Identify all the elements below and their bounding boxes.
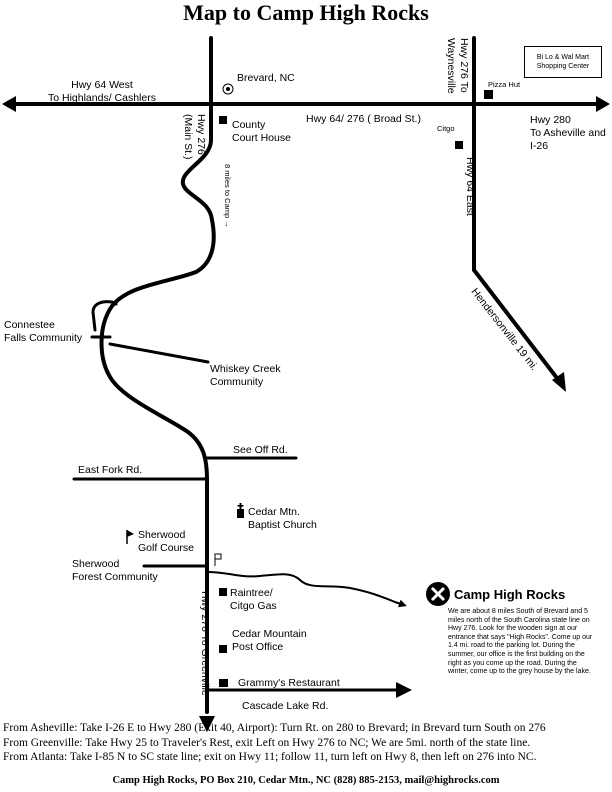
west-arrow-icon xyxy=(2,96,16,112)
south-arrow-icon xyxy=(199,716,215,732)
shopping-center-box: Bi Lo & Wal Mart Shopping Center xyxy=(524,46,602,78)
shopping-center-label: Bi Lo & Wal Mart Shopping Center xyxy=(536,54,590,70)
hwy276-waynesville-label: Hwy 276 To Waynesville xyxy=(445,38,470,94)
hendersonville-road xyxy=(472,268,562,384)
grammys-label: Grammy's Restaurant xyxy=(238,677,340,689)
hwy276-greenville-label: Hwy 276 To Greenville xyxy=(199,591,211,696)
hwy64-east-label: Hwy 64 East xyxy=(464,157,476,216)
court-house-building-icon xyxy=(219,116,227,124)
directions-asheville: From Asheville: Take I-26 E to Hwy 280 (… xyxy=(3,722,546,734)
hendersonville-arrow-icon xyxy=(552,372,566,392)
flag-icon xyxy=(126,530,134,544)
church-icon xyxy=(237,503,244,518)
court-house-label: County Court House xyxy=(232,119,291,144)
grammys-building-icon xyxy=(219,679,228,687)
contact-footer: Camp High Rocks, PO Box 210, Cedar Mtn.,… xyxy=(112,775,500,786)
directions-atlanta: From Atlanta: Take I-85 N to SC state li… xyxy=(3,751,537,763)
post-office-label: Cedar Mountain Post Office xyxy=(232,628,307,653)
hwy64-276-label: Hwy 64/ 276 ( Broad St.) xyxy=(306,113,421,125)
camp-name: Camp High Rocks xyxy=(454,587,566,602)
raintree-label: Raintree/ Citgo Gas xyxy=(230,587,277,612)
whiskey-creek-road xyxy=(108,342,210,364)
hwy276-south-road xyxy=(99,102,216,714)
cascade-label: Cascade Lake Rd. xyxy=(242,700,329,712)
east-arrow-icon xyxy=(596,96,610,112)
camp-note: We are about 8 miles South of Brevard an… xyxy=(448,608,593,676)
pizza-hut-label: Pizza Hut xyxy=(488,80,521,89)
sherwood-golf-label: Sherwood Golf Course xyxy=(138,529,195,554)
citgo-building-icon xyxy=(455,141,463,149)
hwy276-main-label: Hwy 276 (Main St.) xyxy=(182,114,207,160)
eight-miles-label: 8 miles to Camp → xyxy=(223,164,232,228)
brevard-label: Brevard, NC xyxy=(237,72,295,84)
map-title: Map to Camp High Rocks xyxy=(183,0,429,25)
camp-entrance-flag-icon xyxy=(214,553,222,566)
see-off-label: See Off Rd. xyxy=(233,444,288,456)
pizza-hut-building-icon xyxy=(484,90,493,99)
connestee-loop-road xyxy=(91,300,118,332)
citgo-label: Citgo xyxy=(437,124,455,133)
cascade-arrow-icon xyxy=(396,682,412,698)
connestee-label: Connestee Falls Community xyxy=(4,319,83,344)
hwy280-label: Hwy 280 To Asheville and I-26 xyxy=(530,114,606,152)
east-fork-label: East Fork Rd. xyxy=(78,464,143,476)
post-office-building-icon xyxy=(219,645,227,653)
hwy64-west-label: Hwy 64 West To Highlands/ Cashlers xyxy=(48,79,156,104)
directions-greenville: From Greenville: Take Hwy 25 to Traveler… xyxy=(3,736,531,749)
x-circle-icon xyxy=(426,582,450,606)
cedar-baptist-label: Cedar Mtn. Baptist Church xyxy=(248,506,317,531)
sherwood-forest-label: Sherwood Forest Community xyxy=(72,558,158,583)
whiskey-creek-label: Whiskey Creek Community xyxy=(210,363,281,388)
raintree-building-icon xyxy=(219,588,227,596)
directions: From Asheville: Take I-26 E to Hwy 280 (… xyxy=(3,721,611,765)
camp-road xyxy=(206,571,407,608)
